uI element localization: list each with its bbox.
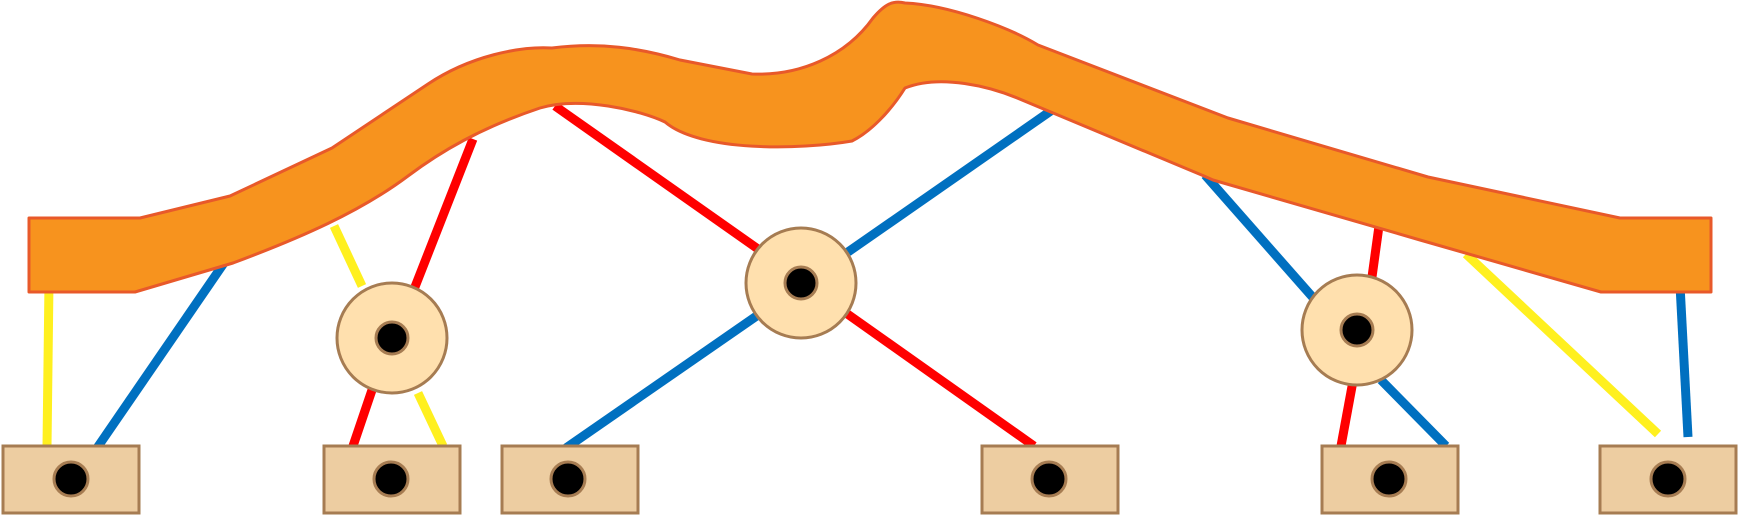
yellow-wire <box>42 281 54 447</box>
red-wire <box>552 102 761 253</box>
block <box>1 444 141 515</box>
orange-band <box>27 0 1713 294</box>
red-wire <box>408 137 478 294</box>
pin-hole <box>1649 460 1687 498</box>
hub <box>1300 273 1414 387</box>
block <box>1320 444 1460 515</box>
yellow-wire <box>329 224 367 288</box>
blue-wire <box>1201 172 1320 304</box>
blue-wire <box>1675 284 1693 438</box>
blocks <box>1 444 1738 515</box>
blue-wire <box>845 104 1058 256</box>
pin-hole <box>372 460 410 498</box>
red-wire <box>348 388 377 448</box>
block <box>322 444 462 515</box>
red-wire <box>1336 380 1358 447</box>
pin-hole <box>374 320 410 356</box>
hub <box>744 226 858 340</box>
pin-hole <box>1030 460 1068 498</box>
pin-hole <box>1370 460 1408 498</box>
pin-hole <box>549 460 587 498</box>
block <box>500 444 640 515</box>
block <box>980 444 1120 515</box>
pin-hole <box>1339 312 1375 348</box>
blue-wire <box>563 311 761 452</box>
pin-hole <box>52 460 90 498</box>
block <box>1598 444 1738 515</box>
blue-wire <box>93 260 228 451</box>
red-wire <box>843 309 1037 450</box>
red-wire <box>1367 225 1384 278</box>
pin-hole <box>783 265 819 301</box>
blue-wire <box>1377 376 1450 450</box>
hub <box>335 281 449 395</box>
yellow-wire <box>1462 250 1662 438</box>
wires <box>42 102 1693 452</box>
hubs <box>335 226 1414 395</box>
yellow-wire <box>413 391 448 448</box>
